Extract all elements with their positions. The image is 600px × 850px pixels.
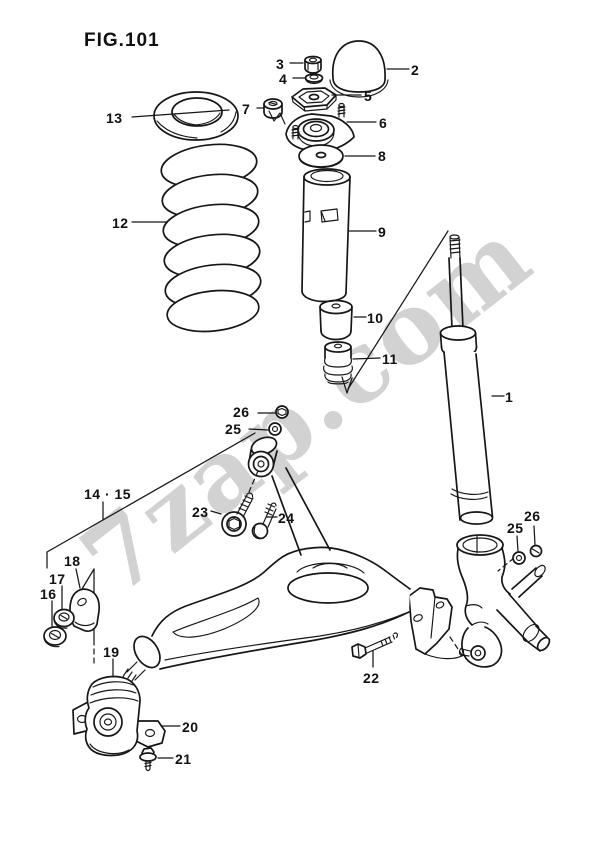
mount-bolt — [139, 747, 157, 772]
bracket — [69, 588, 101, 633]
steering-knuckle — [456, 534, 551, 668]
knuckle-washer-25 — [497, 551, 526, 572]
dust-cover — [301, 168, 351, 303]
part-label-26-left: 26 — [233, 404, 250, 420]
cushion-bushing — [319, 299, 353, 341]
arm-bracket-plate — [408, 587, 465, 660]
part-label-19: 19 — [103, 644, 120, 660]
bump-stop — [323, 341, 353, 385]
part-label-21: 21 — [175, 751, 192, 767]
part-label-14-15: 14 · 15 — [84, 486, 132, 502]
bracket-nut — [43, 626, 67, 648]
part-label-7: 7 — [242, 101, 251, 117]
part-label-10: 10 — [367, 310, 384, 326]
arm-pivot-block — [84, 675, 141, 757]
spring-upper-seat-washer — [298, 144, 344, 169]
part-label-6: 6 — [379, 115, 388, 131]
part-label-9: 9 — [378, 224, 387, 240]
strut-dust-cap — [329, 40, 389, 98]
arm-bolt-rear — [251, 502, 277, 540]
part-label-18: 18 — [64, 553, 81, 569]
part-label-1: 1 — [505, 389, 514, 405]
part-label-17: 17 — [49, 571, 66, 587]
part-label-3: 3 — [276, 56, 285, 72]
strut-rod-nut — [304, 55, 322, 74]
part-label-23: 23 — [192, 504, 209, 520]
part-label-25-right: 25 — [507, 520, 524, 536]
part-label-4: 4 — [279, 71, 288, 87]
knuckle-bolt — [351, 632, 463, 659]
part-label-25-left: 25 — [225, 421, 242, 437]
mount-flange-nut — [263, 98, 286, 125]
part-label-24: 24 — [278, 510, 295, 526]
knuckle-nut-26 — [529, 544, 543, 558]
figure-title: FIG.101 — [84, 30, 160, 51]
part-label-11: 11 — [382, 351, 398, 367]
arm-washer-25 — [268, 422, 282, 436]
strut-rod-washer — [304, 73, 324, 85]
shock-absorber — [439, 234, 494, 525]
part-label-8: 8 — [378, 148, 387, 164]
strut-mount — [285, 102, 355, 152]
part-label-2: 2 — [411, 62, 420, 78]
bearing-plate — [291, 87, 337, 112]
arm-nut-26 — [275, 405, 289, 419]
spring-seat — [153, 91, 239, 141]
bracket-washer — [53, 608, 75, 629]
part-label-12: 12 — [112, 215, 129, 231]
part-label-20: 20 — [182, 719, 199, 735]
part-label-22: 22 — [363, 670, 380, 686]
arm-bolt-front — [221, 470, 259, 537]
suspension-arm — [122, 436, 411, 683]
part-label-16: 16 — [40, 586, 57, 602]
part-label-26-right: 26 — [524, 508, 541, 524]
coil-spring — [160, 143, 262, 333]
part-label-5: 5 — [364, 88, 373, 104]
part-label-13: 13 — [106, 110, 123, 126]
leader-lines — [51, 62, 536, 759]
assembly-arrow — [341, 230, 449, 394]
